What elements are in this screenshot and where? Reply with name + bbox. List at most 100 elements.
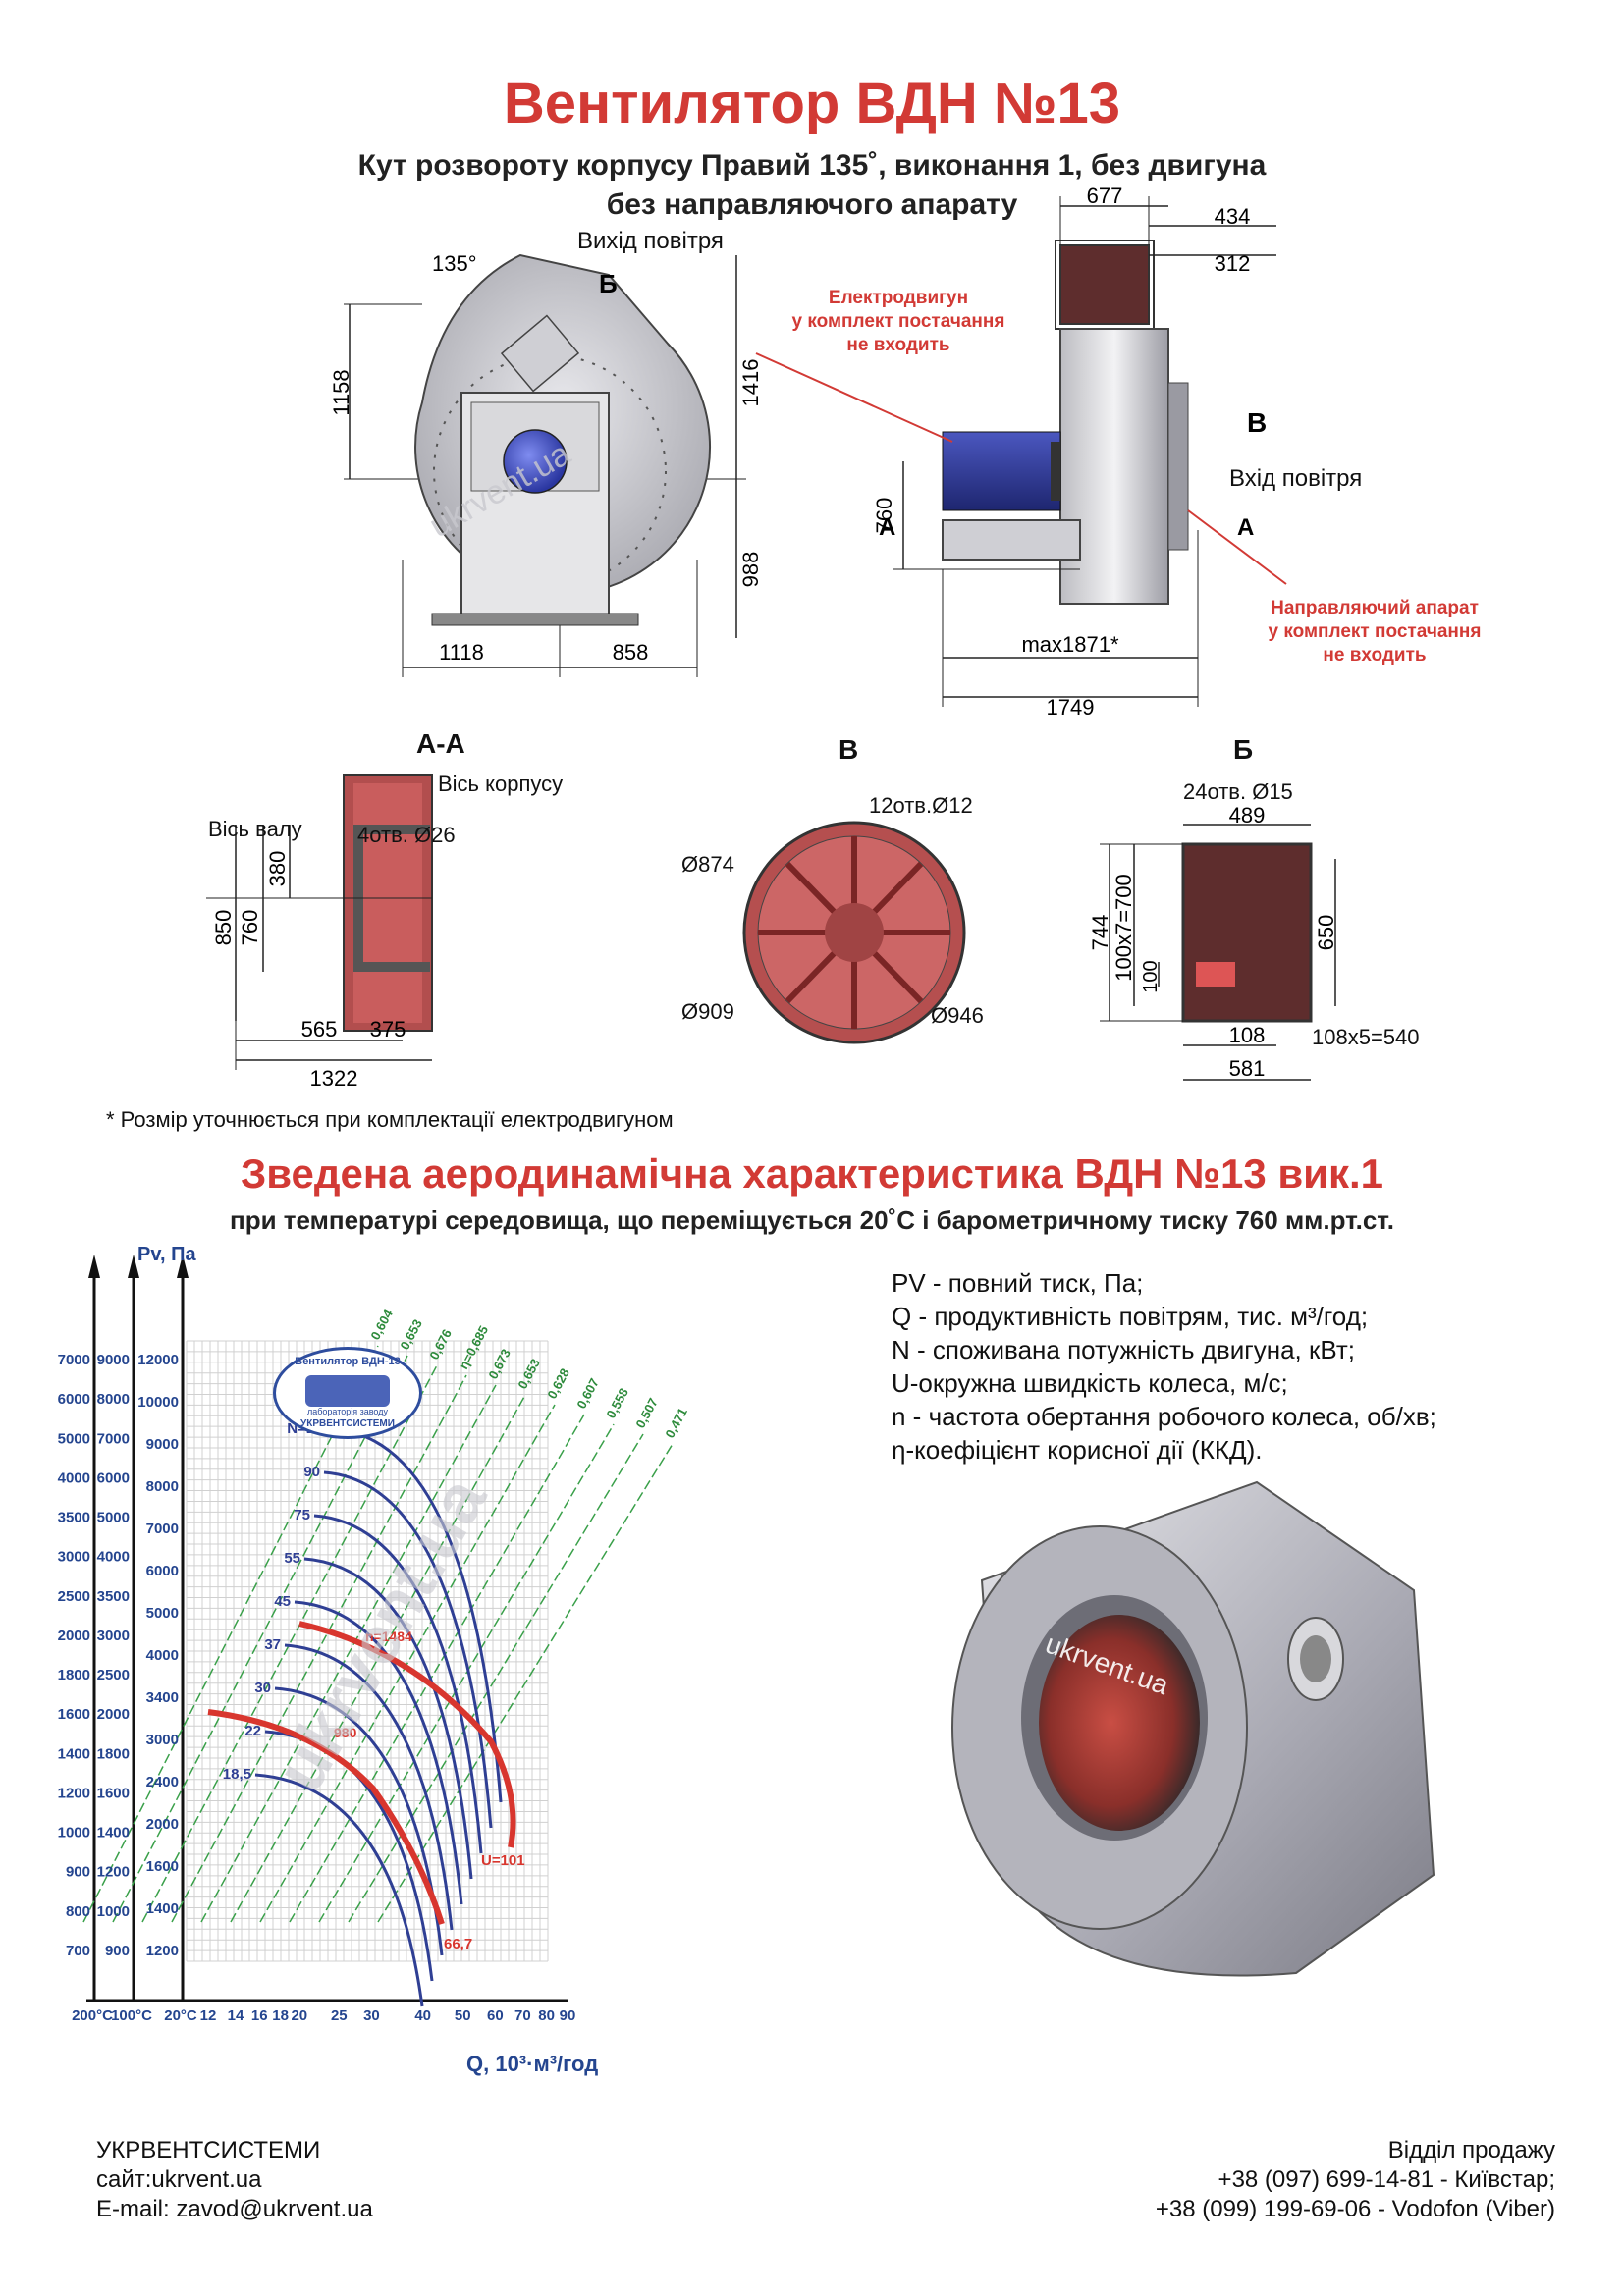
dim-434: 434 bbox=[1215, 204, 1251, 229]
b-holes-label: 24отв. Ø15 bbox=[1183, 779, 1293, 804]
y-axis-arrow-1 bbox=[128, 1255, 139, 1278]
efficiency-line bbox=[82, 1345, 379, 1923]
efficiency-line bbox=[289, 1414, 585, 1923]
power-curve bbox=[284, 1643, 454, 1931]
dim-760: 760 bbox=[872, 498, 896, 534]
efficiency-label: 0,628 bbox=[544, 1366, 572, 1402]
section-aa-drawing: 850 760 380 565 375 1322 bbox=[206, 774, 433, 1091]
y-tick-label: 1000 bbox=[58, 1825, 90, 1842]
power-curve bbox=[294, 1600, 463, 1905]
y-tick-label: 7000 bbox=[97, 1430, 130, 1447]
dim-d946: Ø946 bbox=[931, 1003, 984, 1028]
section-aa-label: А-А bbox=[416, 728, 465, 759]
y-tick-label: 2500 bbox=[97, 1667, 130, 1683]
y-tick-label: 7000 bbox=[146, 1521, 179, 1537]
legend-n: N - споживана потужність двигуна, кВт; bbox=[892, 1335, 1355, 1364]
footer-left: УКРВЕНТСИСТЕМИ сайт:ukrvent.ua E-mail: z… bbox=[96, 2136, 373, 2224]
y-tick-label: 1600 bbox=[97, 1785, 130, 1801]
efficiency-label: 0,653 bbox=[514, 1357, 543, 1392]
y-tick-label: 9000 bbox=[97, 1352, 130, 1368]
y-tick-label: 6000 bbox=[97, 1469, 130, 1486]
efficiency-line bbox=[141, 1364, 438, 1923]
phone-kyivstar[interactable]: +38 (097) 699-14-81 - Київстар; bbox=[1218, 2166, 1555, 2193]
lab-stamp: Вентилятор ВДН-13 лабораторія заводу УКР… bbox=[273, 1347, 422, 1439]
fan-3d-render bbox=[951, 1480, 1435, 1977]
dim-1118: 1118 bbox=[439, 640, 484, 665]
dim-760-aa: 760 bbox=[238, 910, 262, 946]
legend: PV - повний тиск, Па; Q - продуктивність… bbox=[892, 1266, 1436, 1467]
dim-858: 858 bbox=[613, 640, 649, 665]
y-tick-label: 1400 bbox=[146, 1900, 179, 1917]
x-tick-label: 50 bbox=[455, 2007, 471, 2024]
efficiency-label: 0,653 bbox=[397, 1317, 425, 1353]
footer-right: Відділ продажу +38 (097) 699-14-81 - Киї… bbox=[966, 2136, 1555, 2224]
y-tick-label: 2000 bbox=[97, 1706, 130, 1723]
y-tick-label: 3000 bbox=[146, 1732, 179, 1748]
chart-section-subtitle: при температурі середовища, що переміщує… bbox=[230, 1205, 1394, 1235]
dim-d874: Ø874 bbox=[681, 852, 734, 877]
x-tick-label: 25 bbox=[331, 2007, 348, 2024]
y-tick-label: 8000 bbox=[146, 1478, 179, 1495]
dim-1416: 1416 bbox=[738, 359, 763, 407]
y-axis-arrow-0 bbox=[88, 1255, 100, 1278]
section-b-drawing: 744 100х7=700 100 650 489 108 581 bbox=[1088, 803, 1338, 1081]
y-tick-label: 1200 bbox=[58, 1785, 90, 1801]
body-axis-label: Вісь корпусу bbox=[438, 772, 564, 796]
dim-d909: Ø909 bbox=[681, 999, 734, 1024]
y-tick-label: 3400 bbox=[146, 1689, 179, 1706]
dim-677: 677 bbox=[1087, 184, 1123, 208]
y-tick-label: 2000 bbox=[146, 1816, 179, 1833]
y-tick-label: 10000 bbox=[137, 1394, 179, 1411]
aa-holes-label: 4отв. Ø26 bbox=[357, 823, 456, 847]
power-curve bbox=[254, 1773, 424, 2007]
dim-375: 375 bbox=[370, 1017, 406, 1041]
y-tick-label: 1000 bbox=[97, 1903, 130, 1920]
power-curve bbox=[313, 1514, 483, 1854]
power-curve bbox=[303, 1557, 473, 1880]
email-link[interactable]: E-mail: zavod@ukrvent.ua bbox=[96, 2196, 373, 2222]
efficiency-label: 0,558 bbox=[603, 1386, 631, 1421]
efficiency-line bbox=[171, 1374, 467, 1923]
front-view-drawing: 1158 1416 988 1118 858 135° Б bbox=[329, 251, 763, 677]
x-tick-label: 70 bbox=[514, 2007, 531, 2024]
dim-489: 489 bbox=[1229, 803, 1266, 828]
y-tick-label: 4000 bbox=[97, 1549, 130, 1566]
dim-988: 988 bbox=[738, 552, 763, 588]
legend-u: U-окружна швидкість колеса, м/с; bbox=[892, 1368, 1288, 1398]
phone-vodafone[interactable]: +38 (099) 199-69-06 - Vodofon (Viber) bbox=[1155, 2196, 1555, 2222]
x-tick-label: 30 bbox=[363, 2007, 380, 2024]
dim-650: 650 bbox=[1314, 915, 1338, 951]
guide-vane-note: Направляючий апарат у комплект постачанн… bbox=[1268, 598, 1482, 666]
efficiency-label: 0,471 bbox=[662, 1406, 690, 1441]
dim-380: 380 bbox=[265, 851, 290, 887]
dim-540: 108х5=540 bbox=[1312, 1025, 1420, 1049]
outlet-label: Вихід повітря bbox=[577, 228, 724, 254]
power-label: 45 bbox=[274, 1593, 291, 1610]
y-tick-label: 3500 bbox=[97, 1588, 130, 1605]
dim-581: 581 bbox=[1229, 1056, 1266, 1081]
chart-section-title: Зведена аеродинамічна характеристика ВДН… bbox=[240, 1150, 1384, 1197]
rpm-curve-980 bbox=[207, 1709, 445, 1925]
page-subtitle-1: Кут розвороту корпусу Правий 135˚, викон… bbox=[357, 149, 1267, 182]
y-tick-label: 700 bbox=[66, 1943, 90, 1959]
y-tick-label: 3500 bbox=[58, 1510, 90, 1526]
efficiency-line bbox=[348, 1433, 644, 1923]
x-tick-label: 40 bbox=[414, 2007, 431, 2024]
y-tick-label: 2500 bbox=[58, 1588, 90, 1605]
efficiency-line bbox=[200, 1384, 497, 1923]
y-axis-arrow-2 bbox=[177, 1255, 189, 1278]
y-tick-label: 2400 bbox=[146, 1774, 179, 1790]
rpm-label-1484: n=1484 bbox=[365, 1629, 412, 1644]
y-tick-label: 1200 bbox=[97, 1864, 130, 1881]
efficiency-line bbox=[230, 1394, 526, 1923]
dim-312: 312 bbox=[1215, 251, 1251, 276]
site-link[interactable]: сайт:ukrvent.ua bbox=[96, 2166, 262, 2193]
power-curve bbox=[333, 1427, 503, 1803]
dim-744: 744 bbox=[1088, 915, 1112, 951]
company-name: УКРВЕНТСИСТЕМИ bbox=[96, 2137, 321, 2163]
y-tick-label: 1600 bbox=[146, 1858, 179, 1875]
y-tick-label: 1400 bbox=[97, 1825, 130, 1842]
legend-eta: η-коефіцієнт корисної дії (ККД). bbox=[892, 1435, 1263, 1465]
x-tick-label: 20 bbox=[291, 2007, 307, 2024]
dim-1322: 1322 bbox=[310, 1066, 358, 1091]
